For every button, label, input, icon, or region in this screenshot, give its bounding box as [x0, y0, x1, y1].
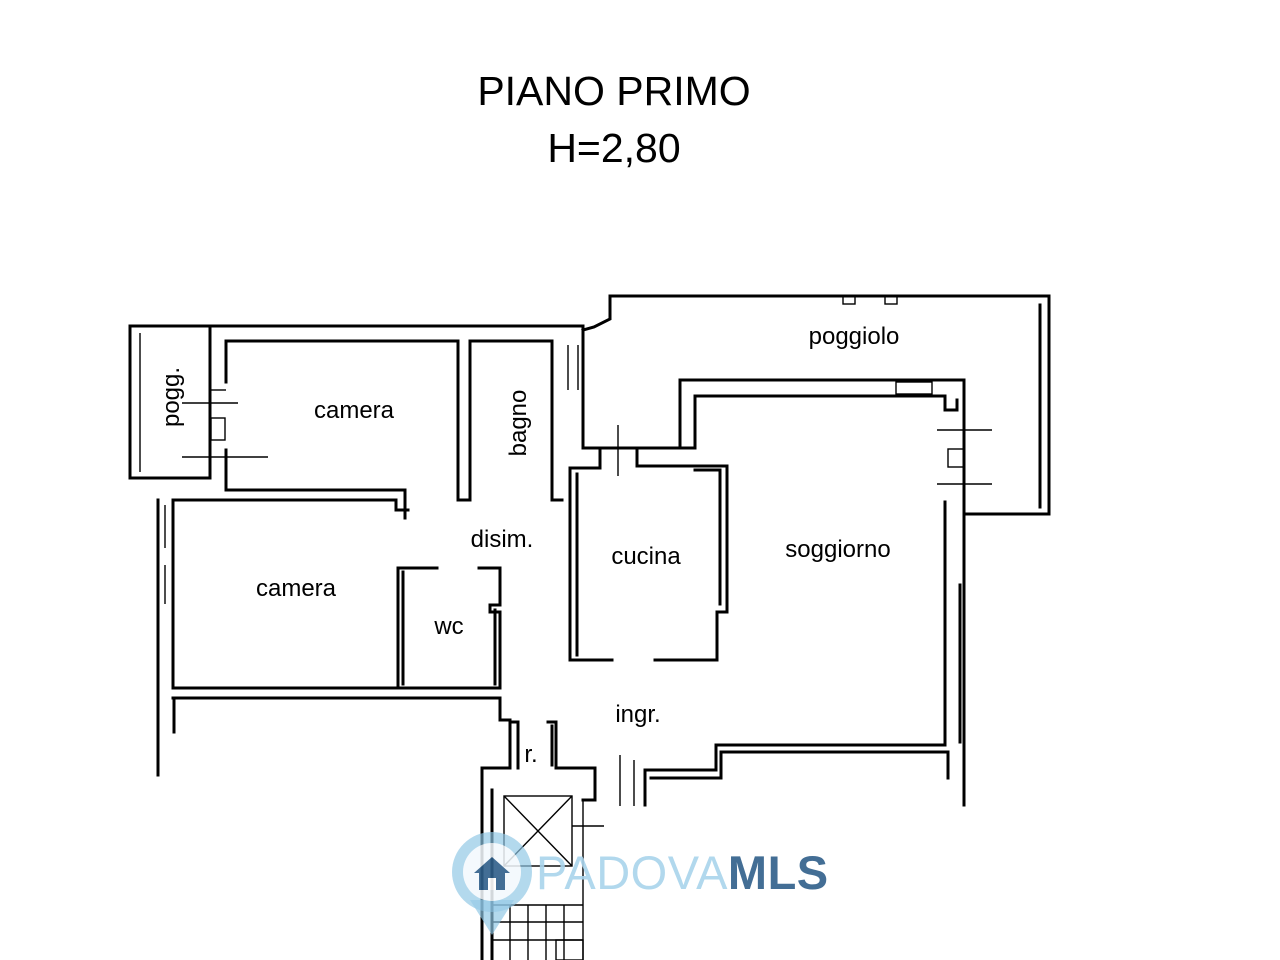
room-label-ingr: ingr. [615, 701, 660, 728]
room-labels: pogg. camera bagno poggiolo disim. cucin… [158, 323, 899, 768]
room-label-disim: disim. [471, 526, 534, 553]
ceiling-height: H=2,80 [547, 125, 680, 171]
room-label-ripostiglio: r. [524, 741, 537, 768]
room-label-soggiorno: soggiorno [785, 536, 890, 563]
room-label-bagno: bagno [505, 390, 532, 457]
outer-walls [128, 294, 1051, 960]
room-label-camera-top: camera [314, 397, 395, 424]
room-label-cucina: cucina [611, 543, 681, 570]
room-label-pogg: pogg. [158, 367, 185, 427]
room-label-camera-bottom: camera [256, 575, 337, 602]
room-label-poggiolo: poggiolo [809, 323, 900, 350]
watermark-brand: PADOVAMLS [536, 846, 829, 899]
watermark-brand-part1: PADOVA [536, 846, 728, 899]
watermark: PADOVAMLS [452, 832, 829, 935]
plan-title: PIANO PRIMO [477, 68, 750, 114]
house-pin-icon [452, 832, 532, 935]
watermark-brand-part2: MLS [728, 846, 829, 899]
room-label-wc: wc [433, 613, 463, 640]
